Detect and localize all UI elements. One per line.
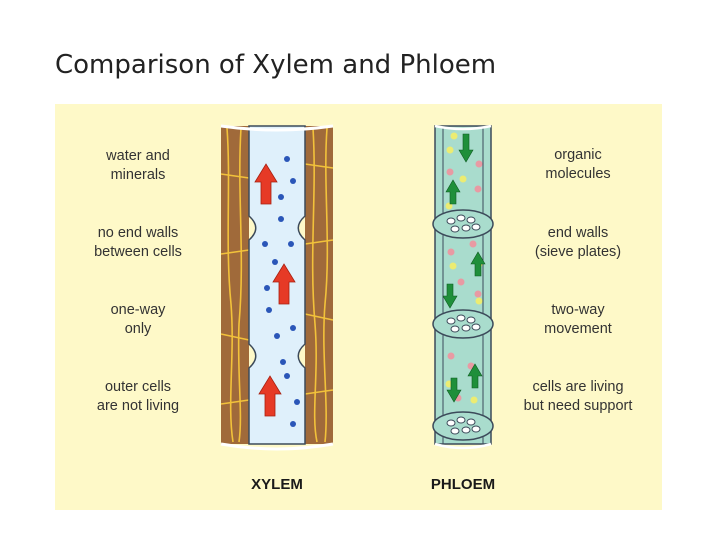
label-line: but need support	[523, 398, 633, 414]
xylem-wall-right	[305, 126, 333, 444]
molecule-dot-icon	[474, 290, 482, 298]
up-arrow-icon	[467, 363, 483, 389]
xylem-cell-outlines-icon	[220, 127, 334, 443]
molecule-dot-icon	[449, 262, 457, 270]
down-arrow-icon	[446, 377, 462, 403]
down-arrow-icon	[442, 283, 458, 309]
molecule-dot-icon	[469, 240, 477, 248]
label-line: are not living	[96, 398, 180, 414]
molecule-dot-icon	[470, 396, 478, 404]
label-line: between cells	[94, 244, 182, 260]
two-way-arrows	[442, 133, 486, 403]
phloem-label-organic-molecules: organic molecules	[513, 146, 643, 184]
water-dot	[262, 241, 268, 247]
label-line: water and	[106, 148, 170, 164]
molecule-dot-icon	[446, 168, 454, 176]
xylem-lumen	[248, 125, 306, 445]
label-line: minerals	[110, 167, 166, 183]
xylem-top-rim	[220, 124, 334, 132]
label-line: outer cells	[104, 379, 172, 395]
red-arrow-icon	[254, 163, 278, 205]
label-line: one-way	[110, 302, 166, 318]
xylem-label-outer-cells: outer cells are not living	[73, 378, 203, 416]
slide-title: Comparison of Xylem and Phloem	[55, 50, 497, 80]
water-dot	[290, 421, 296, 427]
phloem-label-living-cells: cells are living but need support	[513, 378, 643, 416]
phloem-title: PHLOEM	[430, 476, 496, 493]
water-dot	[264, 285, 270, 291]
water-dot	[272, 259, 278, 265]
water-dot	[266, 307, 272, 313]
sieve-plate-icon	[432, 309, 494, 339]
phloem-label-two-way: two-way movement	[513, 301, 643, 339]
label-line: no end walls	[97, 225, 179, 241]
one-way-arrows	[254, 163, 296, 417]
water-dot	[280, 359, 286, 365]
label-line: (sieve plates)	[534, 244, 622, 260]
xylem-label-one-way: one-way only	[73, 301, 203, 339]
water-dot	[290, 178, 296, 184]
xylem-label-no-end-walls: no end walls between cells	[73, 224, 203, 262]
xylem-label-water-minerals: water and minerals	[73, 147, 203, 185]
molecule-dot-icon	[447, 248, 455, 256]
xylem-bottom-rim	[220, 442, 334, 451]
molecule-dot-icon	[450, 132, 458, 140]
molecule-dot-icon	[474, 185, 482, 193]
label-line: movement	[544, 321, 612, 337]
molecule-dot-icon	[475, 160, 483, 168]
label-line: organic	[554, 147, 602, 163]
red-arrow-icon	[258, 375, 282, 417]
up-arrow-icon	[470, 251, 486, 277]
water-dot	[284, 156, 290, 162]
water-dot	[288, 241, 294, 247]
phloem-tube	[432, 124, 494, 450]
label-line: only	[124, 321, 152, 337]
molecule-dot-icon	[457, 278, 465, 286]
xylem-phloem-diagram	[220, 124, 494, 451]
label-line: two-way	[551, 302, 605, 318]
phloem-label-end-walls: end walls (sieve plates)	[513, 224, 643, 262]
water-dot	[274, 333, 280, 339]
down-arrow-icon	[458, 133, 474, 163]
water-dot	[278, 216, 284, 222]
red-arrow-icon	[272, 263, 296, 305]
water-dot	[294, 399, 300, 405]
sieve-plate-icon	[432, 411, 494, 441]
molecule-dot-icon	[475, 297, 483, 305]
molecule-dot-icon	[459, 175, 467, 183]
molecule-dot-icon	[446, 146, 454, 154]
xylem-wall-left	[221, 126, 249, 444]
diagram-panel: water and minerals no end walls between …	[55, 104, 662, 510]
phloem-bottom-rim	[434, 442, 492, 450]
water-dot	[278, 194, 284, 200]
water-dot	[290, 325, 296, 331]
water-dot	[284, 373, 290, 379]
phloem-top-rim	[434, 124, 492, 131]
sieve-plate-icon	[432, 209, 494, 239]
xylem-vessel	[220, 124, 334, 451]
water-molecule-dots	[262, 156, 300, 427]
label-line: cells are living	[532, 379, 624, 395]
label-line: molecules	[545, 166, 611, 182]
molecule-dot-icon	[447, 352, 455, 360]
xylem-title: XYLEM	[251, 476, 303, 493]
label-line: end walls	[547, 225, 609, 241]
up-arrow-icon	[445, 179, 461, 205]
